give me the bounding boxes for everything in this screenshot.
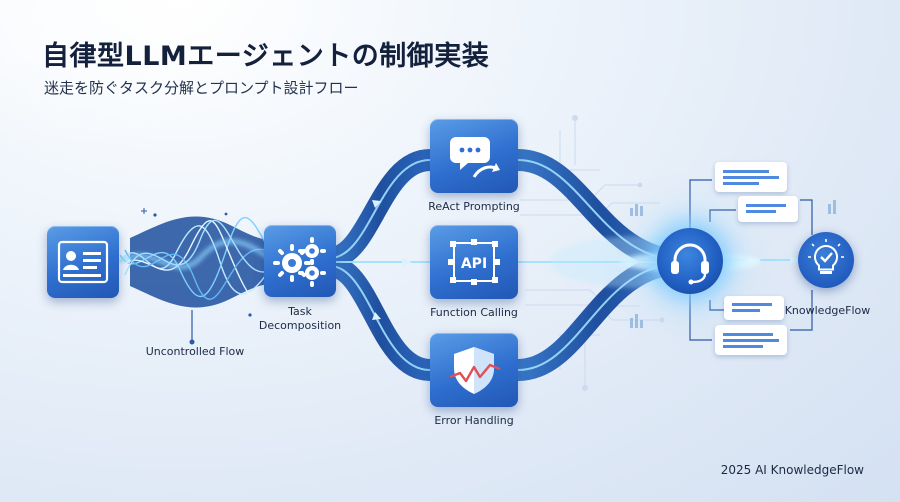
hub-glow [550,236,760,288]
lightbulb-check-icon [808,239,844,274]
decompose-node [264,225,336,297]
text-lines-icon [723,333,779,348]
light-beam [0,0,420,260]
input-node [47,226,119,298]
error-handling-node [430,333,518,407]
shield-icon [449,347,501,394]
page-subtitle: 迷走を防ぐタスク分解とプロンプト設計フロー [44,79,359,97]
document-profile-icon [57,240,109,284]
chat-bubble-top-1 [715,162,787,192]
task-decomposition-label: Task Decomposition [258,305,342,332]
chat-bubble-bottom-1 [724,296,784,320]
sparkles [141,208,252,317]
chaotic-waves [119,217,276,300]
gears-icon [273,237,326,287]
footer-credit: 2025 AI KnowledgeFlow [720,463,864,477]
wave-glow [118,238,277,270]
error-handling-label: Error Handling [434,414,514,427]
hub-node [657,228,723,294]
react-prompting-label: ReAct Prompting [428,200,520,213]
page-title: 自律型LLMエージェントの制御実装 [42,41,490,72]
knowledgeflow-label: KnowledgeFlow [784,304,871,317]
bubble-connectors [689,179,813,341]
text-lines-icon [723,170,779,185]
api-icon: API [448,239,500,285]
knowledgeflow-node [798,232,854,288]
api-icon-text: API [461,256,487,272]
chat-bubble-top-2 [738,196,798,222]
chat-refresh-icon [450,137,500,178]
text-lines-icon [746,204,786,213]
function-calling-label: Function Calling [430,306,518,319]
uncontrolled-flow-label: Uncontrolled Flow [145,345,245,358]
text-lines-icon [732,303,772,312]
chat-bubble-bottom-2 [715,325,787,355]
function-calling-node: API [430,225,518,299]
mini-bars [630,200,836,328]
headset-icon [671,243,709,285]
react-prompting-node [430,119,518,193]
